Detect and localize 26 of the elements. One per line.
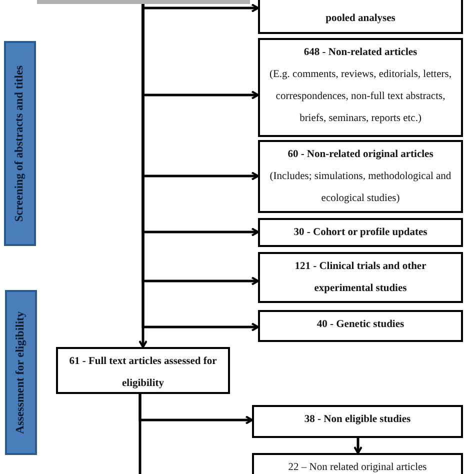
phase-band — [5, 290, 37, 455]
box-heading: 121 - Clinical trials and other experimental studies — [294, 260, 428, 296]
process-box — [258, 38, 463, 137]
box-text: (E.g. comments, reviews, editorials, letters, correspondences, non-full text abstracts, briefs, seminars, reports etc.) — [268, 68, 452, 126]
box-heading: 61 - Full text articles assessed for eligibility — [68, 355, 218, 391]
process-box — [252, 453, 463, 474]
process-box — [258, 310, 463, 342]
arrow — [142, 4, 259, 12]
box-heading: 38 - Non eligible studies — [304, 413, 411, 427]
box-heading: pooled analyses — [326, 12, 396, 26]
process-box — [258, 218, 463, 247]
process-box — [258, 140, 463, 213]
box-heading: 648 - Non-related articles — [304, 46, 418, 60]
box-heading: 40 - Genetic studies — [316, 318, 404, 332]
process-box — [258, 252, 463, 303]
box-heading: 22 – Non related original articles — [288, 461, 427, 474]
box-heading: 30 - Cohort or profile updates — [294, 226, 428, 240]
arrow — [354, 438, 362, 454]
phase-band — [4, 41, 36, 246]
phase-label: Assessment for eligibility — [13, 311, 28, 434]
process-box — [56, 347, 230, 394]
box-heading: 60 - Non-related original articles — [288, 148, 434, 162]
process-box — [252, 405, 463, 438]
process-box — [258, 0, 463, 34]
phase-label: Screening of abstracts and titles — [12, 65, 26, 222]
box-text: (Includes; simulations, methodological and ecological studies) — [268, 170, 452, 206]
